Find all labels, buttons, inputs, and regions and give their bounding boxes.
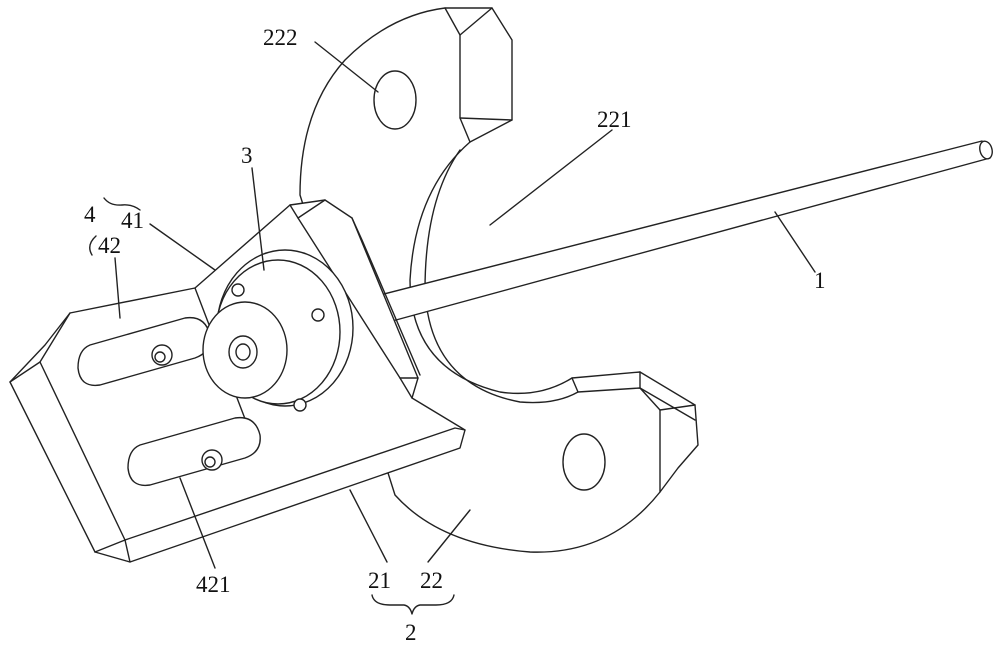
flange-hole-bottom xyxy=(563,434,605,490)
brace-2 xyxy=(372,595,454,614)
paren-42 xyxy=(90,236,96,255)
label-421: 421 xyxy=(196,572,231,597)
label-42: 42 xyxy=(98,233,121,258)
label-221: 221 xyxy=(597,107,632,132)
label-21: 21 xyxy=(368,568,391,593)
label-4: 4 xyxy=(84,202,96,227)
rod xyxy=(380,140,994,323)
flange-hole-top xyxy=(374,71,416,129)
label-2: 2 xyxy=(405,620,417,645)
label-1: 1 xyxy=(814,268,826,293)
label-41: 41 xyxy=(121,208,144,233)
label-22: 22 xyxy=(420,568,443,593)
label-222: 222 xyxy=(263,25,298,50)
label-3: 3 xyxy=(241,143,253,168)
